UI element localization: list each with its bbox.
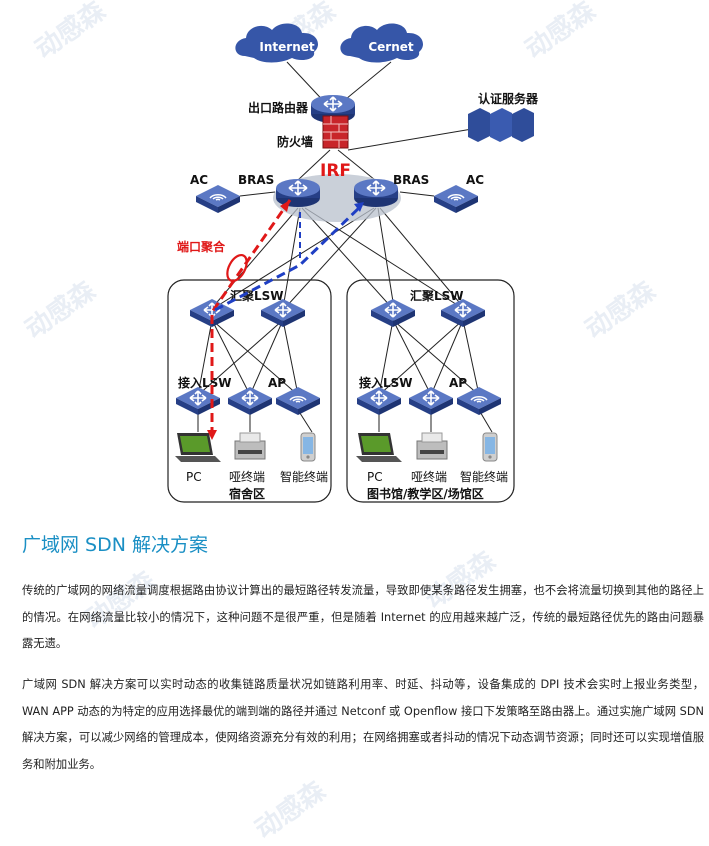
bras-left-label: BRAS	[238, 173, 274, 187]
blue-arrow-head	[354, 202, 364, 212]
auth-server-label: 认证服务器	[478, 91, 539, 106]
port-aggregation-ring	[226, 253, 248, 283]
access-switch	[356, 386, 402, 416]
watermark: 动感森	[249, 775, 331, 846]
pc-icon	[356, 433, 402, 462]
phone-icon	[300, 432, 316, 462]
access-switch	[408, 386, 454, 416]
blue-path	[214, 203, 364, 312]
right-pc-label: PC	[367, 470, 383, 484]
firewall-icon	[322, 115, 349, 149]
internet-label: Internet	[259, 40, 314, 54]
ac-left-label: AC	[190, 173, 208, 187]
server-icon	[468, 108, 534, 142]
red-arrow-head	[207, 430, 217, 440]
network-links	[197, 61, 493, 433]
left-access-label: 接入LSW	[178, 375, 232, 390]
left-zone-name: 宿舍区	[229, 486, 265, 501]
left-pc-label: PC	[186, 470, 202, 484]
right-smart-label: 智能终端	[460, 469, 508, 484]
red-path	[210, 199, 292, 436]
right-ap-label: AP	[449, 376, 467, 390]
firewall-label: 防火墙	[277, 134, 313, 149]
pc-icon	[175, 433, 221, 462]
port-aggregation-label: 端口聚合	[177, 239, 226, 254]
ap-device	[275, 386, 321, 416]
traffic-paths	[207, 199, 364, 440]
ac-left-device	[195, 184, 241, 214]
section-heading: 广域网 SDN 解决方案	[22, 534, 208, 556]
paragraph: 传统的广域网的网络流量调度根据路由协议计算出的最短路径转发流量，导致即使某条路径…	[22, 584, 704, 650]
printer-icon	[416, 432, 448, 460]
ac-right-label: AC	[466, 173, 484, 187]
ac-right-device	[433, 184, 479, 214]
right-access-label: 接入LSW	[359, 375, 413, 390]
phone-icon	[482, 432, 498, 462]
exit-router-label: 出口路由器	[248, 100, 309, 115]
right-dumb-label: 哑终端	[411, 469, 447, 484]
left-smart-label: 智能终端	[280, 469, 328, 484]
printer-icon	[234, 432, 266, 460]
ap-device	[456, 386, 502, 416]
cernet-cloud: Cernet	[340, 23, 423, 63]
paragraph: 广域网 SDN 解决方案可以实时动态的收集链路质量状况如链路利用率、时延、抖动等…	[22, 678, 704, 771]
left-dumb-label: 哑终端	[229, 469, 265, 484]
left-ap-label: AP	[268, 376, 286, 390]
cernet-label: Cernet	[368, 40, 414, 54]
access-switch	[227, 386, 273, 416]
network-topology-diagram: Internet Cernet 出口路由器 防火墙	[167, 23, 539, 503]
irf-label: IRF	[320, 161, 351, 181]
bras-right-label: BRAS	[393, 173, 429, 187]
agg-switch	[440, 298, 486, 328]
left-agg-label: 汇聚LSW	[230, 289, 284, 303]
dorm-zone-box	[167, 279, 332, 503]
red-arrow-head	[280, 200, 290, 212]
library-zone-box	[346, 279, 515, 503]
right-zone-name: 图书馆/教学区/场馆区	[367, 486, 484, 501]
internet-cloud: Internet	[235, 23, 318, 63]
agg-switch	[260, 298, 306, 328]
irf-core-cluster	[273, 174, 401, 222]
agg-switch	[370, 298, 416, 328]
right-agg-label: 汇聚LSW	[410, 289, 464, 303]
